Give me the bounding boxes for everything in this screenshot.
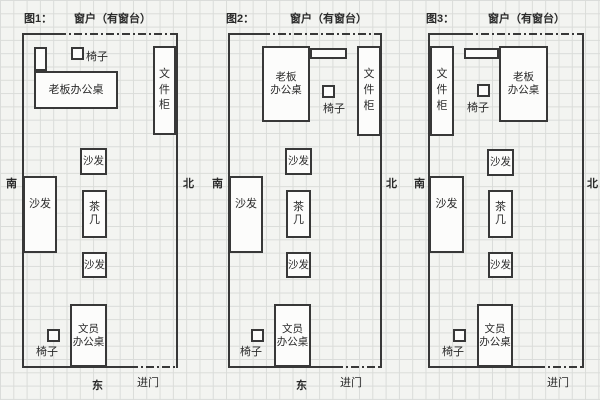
door-opening xyxy=(130,366,178,368)
chair-top xyxy=(477,84,490,97)
entrance-label: 进门 xyxy=(137,377,159,389)
tea-table: 茶几 xyxy=(286,190,311,238)
chair-top-label: 椅子 xyxy=(323,103,345,115)
figure-1-title: 图1： xyxy=(24,13,53,25)
sofa-small-bottom-label: 沙发 xyxy=(288,258,309,271)
window-opening xyxy=(58,33,178,35)
room-wall-bottom xyxy=(228,366,335,368)
boss-desk: 老板办公桌 xyxy=(34,71,118,109)
tea-table-label: 茶几 xyxy=(293,201,304,226)
desk-return-shelf xyxy=(310,48,347,59)
room-wall-top xyxy=(22,33,58,35)
compass-south: 南 xyxy=(6,178,17,190)
chair-bottom-label: 椅子 xyxy=(36,346,58,358)
compass-east: 东 xyxy=(92,380,103,392)
sofa-left: 沙发 xyxy=(229,176,263,253)
clerk-desk-label: 文员 办公桌 xyxy=(276,322,309,348)
tea-table-label: 茶几 xyxy=(89,201,100,226)
chair-top-label: 椅子 xyxy=(86,51,108,63)
compass-north: 北 xyxy=(386,178,397,190)
tea-table: 茶几 xyxy=(488,190,513,238)
sofa-small-top: 沙发 xyxy=(285,148,312,175)
sofa-small-bottom: 沙发 xyxy=(488,252,513,278)
sofa-left-label: 沙发 xyxy=(235,198,257,211)
figure-1: 图1： 窗户（有窗台） 椅子 老板办公桌 文件柜 沙发 沙发 茶几 沙发 文员 … xyxy=(0,0,200,400)
figure-2-title: 图2： xyxy=(226,13,255,25)
door-opening xyxy=(537,366,584,368)
file-cabinet-label: 文件柜 xyxy=(159,67,170,112)
door-opening xyxy=(335,366,382,368)
tea-table-label: 茶几 xyxy=(495,201,506,226)
chair-bottom xyxy=(453,329,466,342)
room-wall-right xyxy=(176,33,178,368)
boss-desk-label: 老板 办公桌 xyxy=(507,71,540,96)
chair-top-label: 椅子 xyxy=(467,102,489,114)
clerk-desk: 文员 办公桌 xyxy=(274,304,311,367)
sofa-small-bottom: 沙发 xyxy=(82,252,107,278)
room-wall-right xyxy=(380,33,382,368)
sofa-small-top-label: 沙发 xyxy=(288,155,309,168)
entrance-label: 进门 xyxy=(340,377,362,389)
file-cabinet: 文件柜 xyxy=(357,46,381,136)
clerk-desk-label: 文员 办公桌 xyxy=(479,322,511,348)
compass-south: 南 xyxy=(212,178,223,190)
sofa-left: 沙发 xyxy=(23,176,57,253)
figure-2-window-label: 窗户（有窗台） xyxy=(290,13,367,25)
entrance-label: 进门 xyxy=(547,377,569,389)
chair-bottom-label: 椅子 xyxy=(442,346,464,358)
sofa-small-bottom-label: 沙发 xyxy=(84,258,105,271)
figure-3-window-label: 窗户（有窗台） xyxy=(488,13,565,25)
chair-bottom xyxy=(47,329,60,342)
tea-table: 茶几 xyxy=(82,190,107,238)
clerk-desk-label: 文员 办公桌 xyxy=(72,322,105,348)
room-wall-bottom xyxy=(22,366,130,368)
compass-north: 北 xyxy=(183,178,194,190)
figure-3: 图3： 窗户（有窗台） 文件柜 老板 办公桌 椅子 沙发 沙发 茶几 沙发 文员… xyxy=(400,0,600,400)
compass-north: 北 xyxy=(587,178,598,190)
boss-desk-label: 老板办公桌 xyxy=(48,83,104,96)
sofa-small-top-label: 沙发 xyxy=(490,156,511,169)
sofa-small-top: 沙发 xyxy=(80,148,107,175)
chair-top xyxy=(322,85,335,98)
clerk-desk: 文员 办公桌 xyxy=(70,304,107,367)
clerk-desk: 文员 办公桌 xyxy=(477,304,513,367)
boss-desk: 老板 办公桌 xyxy=(499,46,548,122)
figure-2: 图2： 窗户（有窗台） 老板 办公桌 椅子 文件柜 沙发 沙发 茶几 沙发 文员… xyxy=(200,0,400,400)
sofa-small-bottom: 沙发 xyxy=(286,252,311,278)
boss-desk-label: 老板 办公桌 xyxy=(270,71,302,96)
chair-bottom-label: 椅子 xyxy=(240,346,262,358)
file-cabinet-label: 文件柜 xyxy=(363,68,375,112)
compass-south: 南 xyxy=(414,178,425,190)
desk-return-shelf xyxy=(464,48,499,59)
room-wall-bottom xyxy=(428,366,537,368)
sofa-left: 沙发 xyxy=(429,176,464,253)
window-opening xyxy=(262,33,382,35)
room-wall-top xyxy=(228,33,262,35)
sofa-small-top-label: 沙发 xyxy=(83,155,104,168)
file-cabinet-label: 文件柜 xyxy=(436,68,448,112)
compass-east: 东 xyxy=(296,380,307,392)
sofa-left-label: 沙发 xyxy=(29,198,51,211)
window-opening xyxy=(465,33,584,35)
file-cabinet: 文件柜 xyxy=(430,46,454,136)
sofa-small-bottom-label: 沙发 xyxy=(490,258,511,271)
chair-bottom xyxy=(251,329,264,342)
figure-3-title: 图3： xyxy=(426,13,455,25)
sofa-left-label: 沙发 xyxy=(435,198,458,211)
sofa-small-top: 沙发 xyxy=(487,149,514,176)
figure-1-window-label: 窗户（有窗台） xyxy=(74,13,151,25)
room-wall-right xyxy=(582,33,584,368)
chair-top xyxy=(71,47,84,60)
file-cabinet: 文件柜 xyxy=(153,46,176,135)
boss-desk: 老板 办公桌 xyxy=(262,46,310,122)
side-table xyxy=(34,47,47,71)
room-wall-top xyxy=(428,33,465,35)
